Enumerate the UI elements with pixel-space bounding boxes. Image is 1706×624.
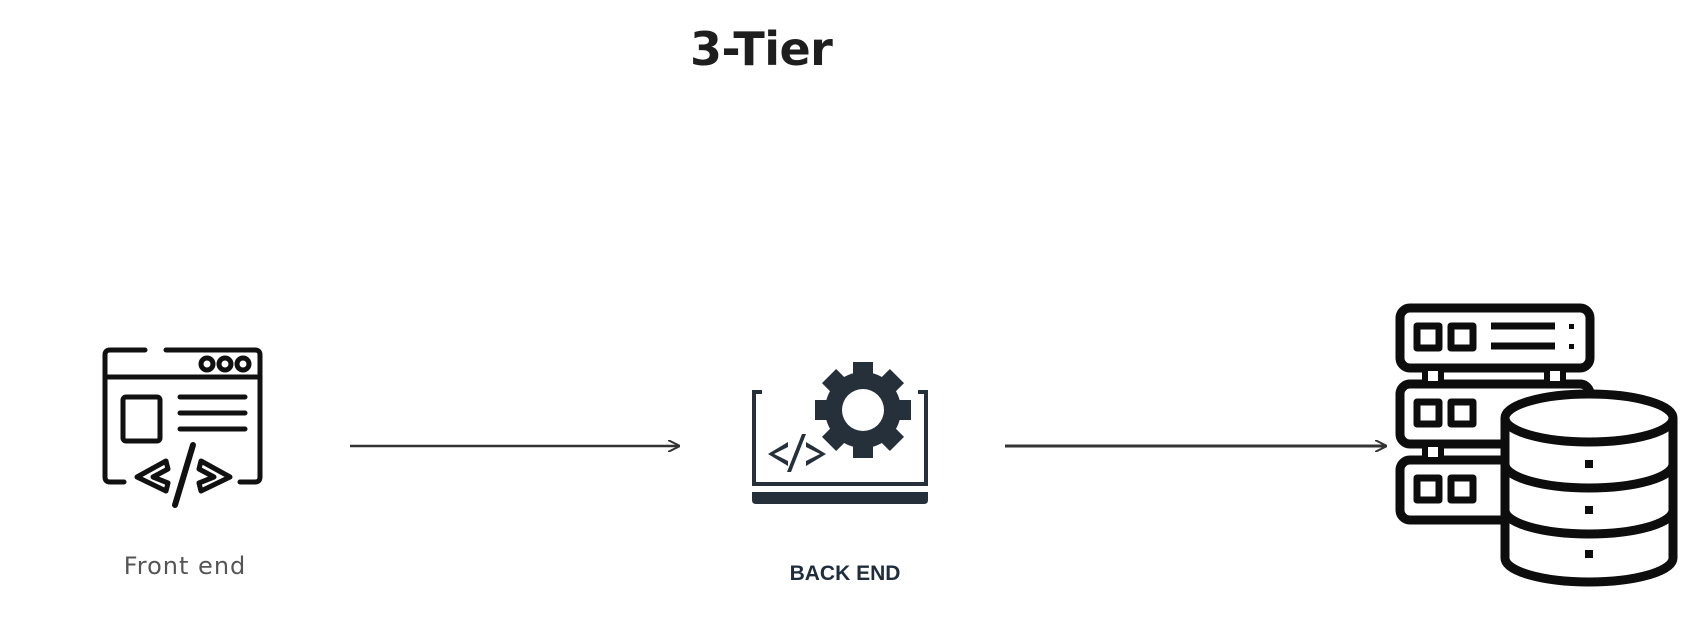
frontend-label: Front end: [123, 552, 247, 580]
backend-label: BACK END: [789, 562, 901, 585]
web-code-browser-icon: [102, 347, 263, 508]
server-database-icon: [1395, 303, 1678, 587]
diagram-title: 3-Tier: [690, 22, 833, 76]
laptop-gear-code-icon: [752, 362, 928, 504]
